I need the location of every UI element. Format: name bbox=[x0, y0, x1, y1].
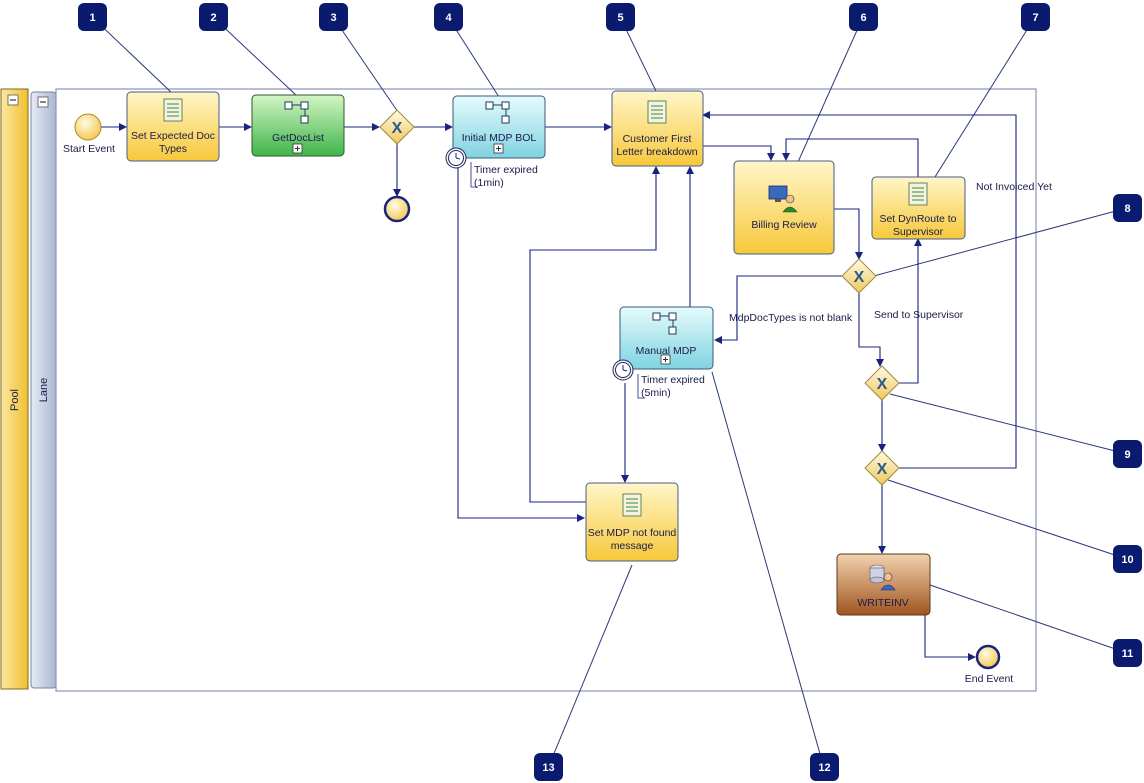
svg-text:8: 8 bbox=[1124, 203, 1130, 215]
lane: Lane bbox=[30, 91, 57, 689]
callout-13: 13 bbox=[534, 753, 563, 781]
task-label-line2: message bbox=[611, 540, 654, 552]
start-event[interactable] bbox=[74, 113, 102, 141]
send-supervisor-label: Send to Supervisor bbox=[874, 309, 964, 321]
user-computer-icon bbox=[768, 185, 798, 213]
callout-3: 3 bbox=[319, 3, 348, 31]
database-user-icon bbox=[869, 564, 896, 591]
task-label-line1: Set DynRoute to bbox=[879, 213, 956, 225]
expand-icon[interactable] bbox=[292, 143, 303, 154]
x-gateway-icon[interactable]: X bbox=[379, 109, 415, 145]
subprocess-get-doc-list[interactable]: GetDocList bbox=[251, 94, 345, 157]
pool-label: Pool bbox=[9, 389, 21, 411]
subprocess-manual-mdp[interactable]: Manual MDP bbox=[619, 306, 714, 370]
task-label-line2: Letter breakdown bbox=[616, 146, 697, 158]
task-set-dynroute[interactable]: Set DynRoute to Supervisor bbox=[871, 176, 966, 240]
subprocess-icon bbox=[284, 101, 309, 124]
callout-12: 12 bbox=[810, 753, 839, 781]
start-event-label: Start Event bbox=[63, 143, 115, 155]
svg-text:5: 5 bbox=[617, 12, 623, 24]
callout-11: 11 bbox=[1113, 639, 1142, 667]
end-event-label: End Event bbox=[965, 673, 1014, 685]
task-label: Billing Review bbox=[751, 219, 817, 231]
svg-text:6: 6 bbox=[860, 12, 866, 24]
callout-7: 7 bbox=[1021, 3, 1050, 31]
timer-icon[interactable] bbox=[612, 359, 634, 381]
subprocess-icon bbox=[485, 101, 510, 124]
svg-text:9: 9 bbox=[1124, 449, 1130, 461]
callout-1: 1 bbox=[78, 3, 107, 31]
svg-text:10: 10 bbox=[1121, 554, 1133, 566]
callout-5: 5 bbox=[606, 3, 635, 31]
subprocess-label: Manual MDP bbox=[636, 345, 697, 357]
callout-10: 10 bbox=[1113, 545, 1142, 573]
end-event[interactable] bbox=[975, 644, 1001, 670]
timer1-label-line1: Timer expired bbox=[474, 164, 538, 176]
svg-text:4: 4 bbox=[445, 12, 452, 24]
subprocess-label: Initial MDP BOL bbox=[462, 132, 537, 144]
expand-icon[interactable] bbox=[660, 354, 671, 365]
svg-text:X: X bbox=[877, 461, 888, 478]
pool: Pool bbox=[0, 88, 29, 690]
svg-text:7: 7 bbox=[1032, 12, 1038, 24]
timer2-label-line2: (5min) bbox=[641, 387, 671, 399]
lane-label: Lane bbox=[38, 378, 50, 402]
sequence-flows bbox=[101, 111, 1017, 661]
task-label-line2: Types bbox=[159, 143, 187, 155]
timer-icon[interactable] bbox=[445, 147, 467, 169]
svg-text:3: 3 bbox=[330, 12, 336, 24]
callout-leaders bbox=[91, 16, 1128, 769]
timer2-label-line1: Timer expired bbox=[641, 374, 705, 386]
x-gateway-icon[interactable]: X bbox=[864, 450, 900, 486]
callout-8: 8 bbox=[1113, 194, 1142, 222]
task-label-line1: Set Expected Doc bbox=[131, 130, 215, 142]
task-label: WRITEINV bbox=[857, 597, 908, 609]
task-label-line1: Set MDP not found bbox=[588, 527, 677, 539]
svg-text:X: X bbox=[392, 120, 403, 137]
task-set-mdp-not-found[interactable]: Set MDP not found message bbox=[585, 482, 679, 562]
callout-6: 6 bbox=[849, 3, 878, 31]
subprocess-icon bbox=[652, 312, 677, 335]
scroll-icon bbox=[163, 98, 183, 122]
svg-text:2: 2 bbox=[210, 12, 216, 24]
subprocess-label: GetDocList bbox=[272, 132, 324, 144]
task-writeinv[interactable]: WRITEINV bbox=[836, 553, 931, 616]
svg-text:X: X bbox=[854, 269, 865, 286]
task-label-line1: Customer First bbox=[623, 133, 692, 145]
timer1-label-line2: (1min) bbox=[474, 177, 504, 189]
x-gateway-icon[interactable]: X bbox=[841, 258, 877, 294]
svg-text:X: X bbox=[877, 376, 888, 393]
scroll-icon bbox=[647, 100, 667, 124]
svg-text:13: 13 bbox=[542, 762, 554, 774]
expand-icon[interactable] bbox=[493, 143, 504, 154]
svg-text:1: 1 bbox=[89, 12, 95, 24]
callout-2: 2 bbox=[199, 3, 228, 31]
subprocess-initial-mdp-bol[interactable]: Initial MDP BOL bbox=[452, 95, 546, 159]
lane-boundary bbox=[55, 88, 1037, 692]
svg-text:11: 11 bbox=[1122, 648, 1134, 660]
end-event-bold[interactable] bbox=[383, 195, 411, 223]
scroll-icon bbox=[622, 493, 642, 517]
not-invoiced-label: Not Invoiced Yet bbox=[976, 181, 1052, 193]
mdp-not-blank-label: MdpDocTypes is not blank bbox=[729, 312, 853, 324]
scroll-icon bbox=[908, 182, 928, 206]
callout-4: 4 bbox=[434, 3, 463, 31]
task-label-line2: Supervisor bbox=[893, 226, 944, 238]
callout-9: 9 bbox=[1113, 440, 1142, 468]
x-gateway-icon[interactable]: X bbox=[864, 365, 900, 401]
task-set-expected-doc-types[interactable]: Set Expected Doc Types bbox=[126, 91, 220, 162]
callouts: 1 2 3 4 5 6 7 8 bbox=[78, 3, 1142, 781]
task-billing-review[interactable]: Billing Review bbox=[733, 160, 835, 255]
svg-text:12: 12 bbox=[818, 762, 830, 774]
task-customer-first-letter[interactable]: Customer First Letter breakdown bbox=[611, 90, 704, 167]
